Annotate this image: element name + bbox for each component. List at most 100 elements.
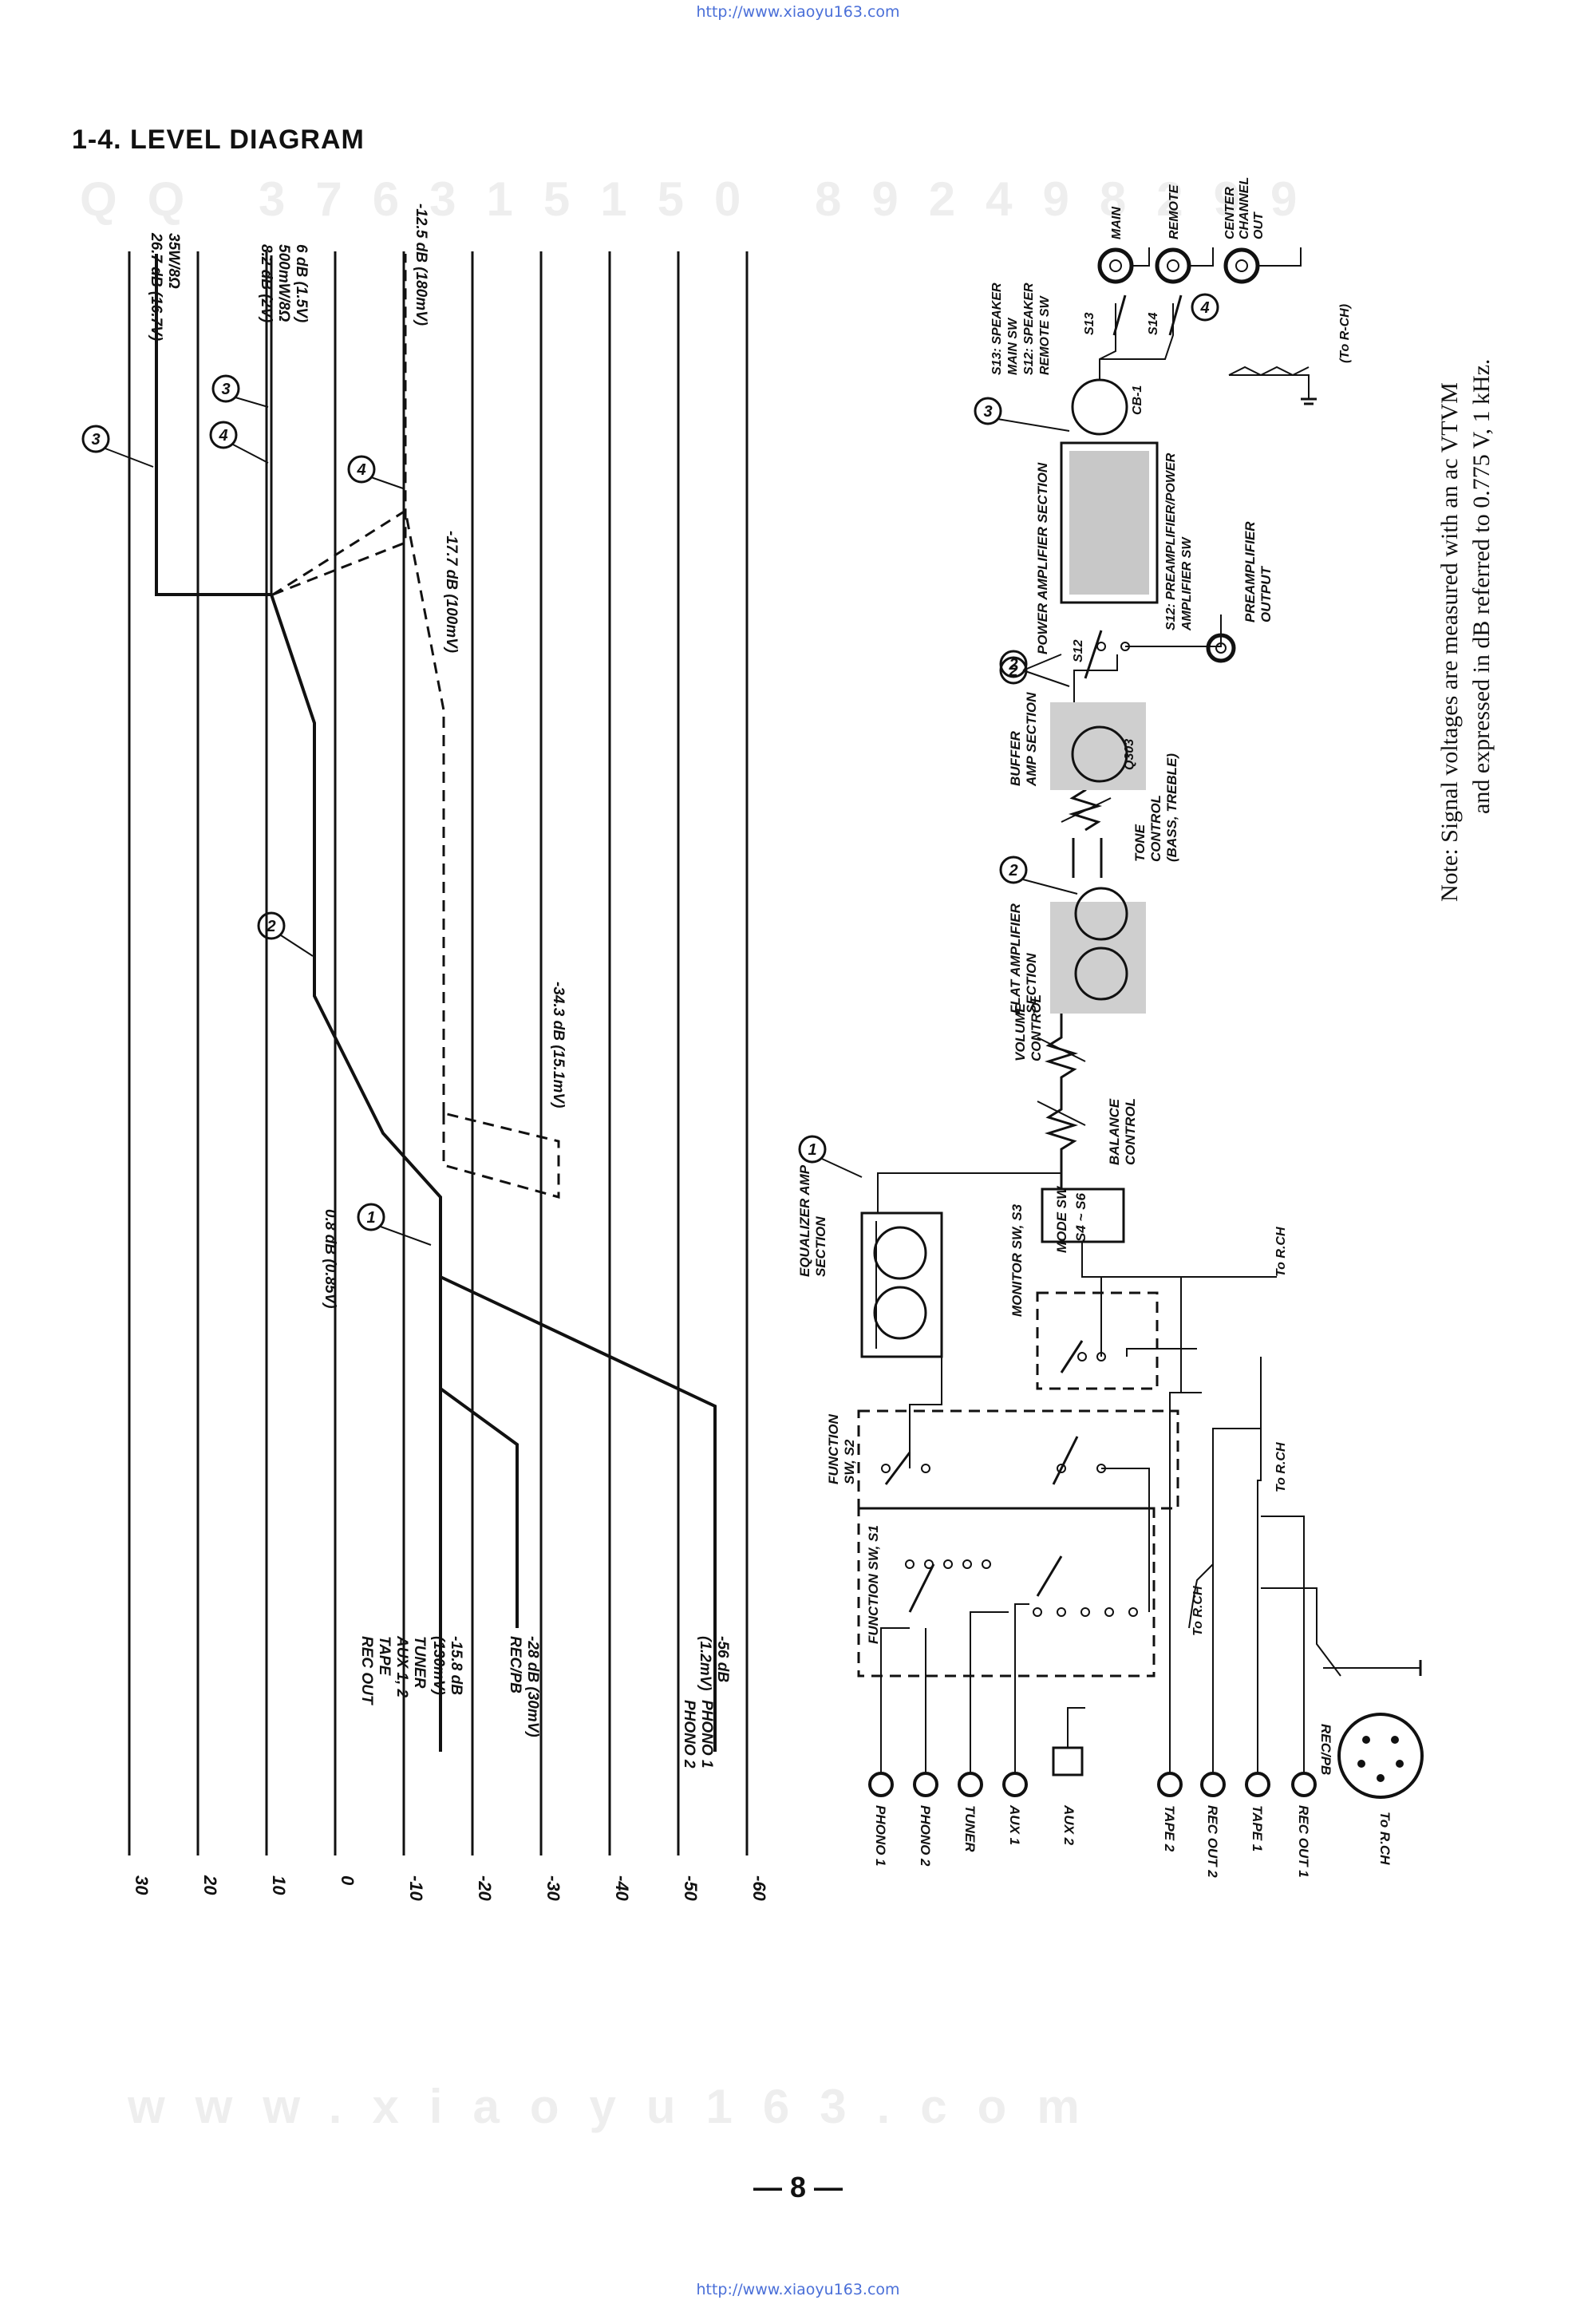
jack-label: PHONO 1 bbox=[873, 1805, 888, 1867]
scale-tick: -10 bbox=[406, 1875, 426, 1902]
page-number: — 8 — bbox=[753, 2171, 843, 2203]
s13-label: S13 bbox=[1083, 312, 1096, 335]
buffer-amp: BUFFERAMP SECTION Q303 2 bbox=[999, 650, 1146, 790]
label-top-power-2: 35W/8Ω bbox=[165, 233, 182, 289]
input-wiring bbox=[880, 1357, 1422, 1773]
level-grid bbox=[128, 251, 749, 1855]
label-recpb-value: -28 dB (30mV) bbox=[524, 1636, 541, 1737]
note-line-1: Note: Signal voltages are measured with … bbox=[1436, 382, 1463, 902]
output-jack-label: REMOTE bbox=[1167, 184, 1181, 239]
to-rch-1: To R.CH bbox=[1191, 1586, 1205, 1636]
label-recpb-group: REC/PB bbox=[507, 1636, 523, 1693]
flat-amp-label: FLAT AMPLIFIERSECTION bbox=[1008, 903, 1039, 1014]
flat-amplifier: FLAT AMPLIFIERSECTION 2 bbox=[999, 856, 1146, 1014]
buffer-label: BUFFERAMP SECTION bbox=[1008, 692, 1039, 787]
tone-label: TONECONTROL(BASS, TREBLE) bbox=[1132, 753, 1179, 862]
input-jack-labels: PHONO 1 PHONO 2 TUNER AUX 1 AUX 2 TAPE 2… bbox=[873, 1804, 1311, 1878]
schematic: PHONO 1 PHONO 2 TUNER AUX 1 AUX 2 TAPE 2… bbox=[797, 177, 1424, 1878]
to-rch-3: To R.CH bbox=[1274, 1442, 1288, 1492]
volume-dashed-trace bbox=[442, 1112, 560, 1199]
power-amplifier: POWER AMPLIFIER SECTION S12: PREAMPLIFIE… bbox=[974, 397, 1194, 685]
phono-level-trace bbox=[155, 254, 717, 1752]
scale-tick: 30 bbox=[132, 1875, 152, 1895]
level-traces bbox=[155, 254, 717, 1752]
s12-switch: S12 PREAMPLIFIEROUTPUT bbox=[1072, 521, 1274, 702]
din-to-rch: To R.CH bbox=[1377, 1812, 1393, 1865]
equalizer-label: EQUALIZER AMPSECTION bbox=[797, 1164, 828, 1277]
din-socket: REC/PB To R.CH bbox=[1318, 1713, 1424, 1865]
input-jacks bbox=[868, 1746, 1317, 1797]
scale-tick: -50 bbox=[681, 1875, 701, 1902]
watermark-qq: QQ 376315150 892498299 bbox=[80, 172, 1327, 226]
jack-label: REC OUT 1 bbox=[1296, 1805, 1311, 1878]
note-line-2: and expressed in dB referred to 0.775 V,… bbox=[1468, 359, 1495, 814]
jack-label: REC OUT 2 bbox=[1205, 1805, 1220, 1878]
section-title: 1-4. LEVEL DIAGRAM bbox=[72, 124, 365, 155]
level-scale: 30 20 10 0 -10 -20 -30 -40 -50 -60 bbox=[132, 1875, 769, 1902]
output-jacks: MAIN REMOTE CENTERCHANNELOUT bbox=[1097, 177, 1302, 284]
scale-tick: 20 bbox=[200, 1875, 220, 1895]
scale-tick: -30 bbox=[543, 1875, 563, 1902]
function-s1-label: FUNCTION SW, S1 bbox=[866, 1525, 881, 1644]
output-jack-label: MAIN bbox=[1110, 207, 1124, 239]
jack-label: TAPE 1 bbox=[1250, 1805, 1265, 1851]
label-phono-group: PHONO 1PHONO 2 bbox=[681, 1700, 715, 1769]
marker-1-schematic: 1 bbox=[808, 1141, 816, 1159]
function-switches: FUNCTION SW, S1 FUNCTIONSW, S2 MONITOR S… bbox=[826, 1203, 1205, 1678]
output-jack-label: CENTERCHANNELOUT bbox=[1223, 177, 1266, 239]
marker-2-buffer: 2 bbox=[1008, 656, 1017, 674]
marker-2-flat: 2 bbox=[1008, 862, 1017, 879]
label-tuner-group: TUNERAUX 1, 2TAPEREC OUT bbox=[358, 1635, 428, 1705]
label-top-power-1: 26.7 dB (16.7V) bbox=[148, 232, 164, 341]
measurement-note: Note: Signal voltages are measured with … bbox=[1436, 359, 1495, 902]
watermark-site: www.xiaoyu163.com bbox=[127, 2080, 1110, 2133]
marker-2-power: 2 bbox=[1008, 662, 1017, 680]
jack-label: AUX 2 bbox=[1061, 1804, 1077, 1846]
to-rch-2: To R.CH bbox=[1274, 1227, 1288, 1277]
marker-4-center: 4 bbox=[356, 461, 365, 479]
marker-2-level: 2 bbox=[266, 918, 275, 935]
function-s2-label: FUNCTIONSW, S2 bbox=[826, 1413, 857, 1484]
scale-tick: -40 bbox=[612, 1875, 632, 1902]
power-amp-label: POWER AMPLIFIER SECTION bbox=[1035, 462, 1050, 654]
level-labels: 26.7 dB (16.7V) 35W/8Ω 8.2 dB (2V) 500mW… bbox=[148, 204, 731, 1769]
marker-3-preamp: 3 bbox=[221, 381, 230, 398]
s12-pos-label: S12 bbox=[1072, 639, 1085, 662]
jack-label: TUNER bbox=[962, 1805, 978, 1852]
s14-label: S14 bbox=[1147, 312, 1160, 335]
equalizer-amp: EQUALIZER AMPSECTION 1 bbox=[797, 1135, 943, 1358]
source-url-bottom[interactable]: http://www.xiaoyu163.com bbox=[696, 2281, 900, 2298]
cb1-label: CB-1 bbox=[1131, 385, 1144, 415]
label-preamp-2: 500mW/8Ω bbox=[275, 244, 292, 322]
level-markers: 3 3 4 4 2 1 bbox=[81, 374, 432, 1246]
scale-tick: 0 bbox=[338, 1875, 358, 1886]
marker-4-schematic: 4 bbox=[1199, 299, 1209, 317]
balance-label: BALANCECONTROL bbox=[1107, 1098, 1138, 1165]
monitor-s3-label: MONITOR SW, S3 bbox=[1009, 1203, 1025, 1317]
jack-label: AUX 1 bbox=[1007, 1804, 1022, 1845]
din-label: REC/PB bbox=[1318, 1724, 1333, 1775]
label-volume-in: -34.3 dB (15.1mV) bbox=[550, 982, 567, 1108]
scale-tick: 10 bbox=[269, 1875, 289, 1895]
preamp-output-label: PREAMPLIFIEROUTPUT bbox=[1242, 521, 1274, 622]
marker-1-level: 1 bbox=[366, 1209, 375, 1227]
label-phono-value: -56 dB(1.2mV) bbox=[697, 1636, 731, 1691]
label-preamp-1: 8.2 dB (2V) bbox=[258, 244, 275, 322]
label-eq-out: 0.8 dB (0.85V) bbox=[322, 1209, 338, 1309]
marker-3-schematic: 3 bbox=[983, 403, 992, 421]
jack-label: TAPE 2 bbox=[1162, 1805, 1177, 1852]
source-url-top[interactable]: http://www.xiaoyu163.com bbox=[696, 3, 900, 21]
mode-sw-ref: S4 ~ S6 bbox=[1073, 1192, 1088, 1242]
label-center-out: -12.5 dB (180mV) bbox=[413, 204, 429, 326]
volume-balance: VOLUMECONTROL BALANCECONTROL bbox=[1013, 994, 1138, 1189]
scale-tick: -60 bbox=[749, 1875, 769, 1902]
jack-label: PHONO 2 bbox=[918, 1805, 933, 1867]
volume-label: VOLUMECONTROL bbox=[1013, 994, 1044, 1061]
mode-sw-label: MODE SW bbox=[1054, 1185, 1069, 1253]
tone-dashed-trace bbox=[272, 508, 445, 1113]
recpb-level-trace bbox=[439, 1197, 519, 1628]
marker-3-top: 3 bbox=[91, 431, 100, 449]
